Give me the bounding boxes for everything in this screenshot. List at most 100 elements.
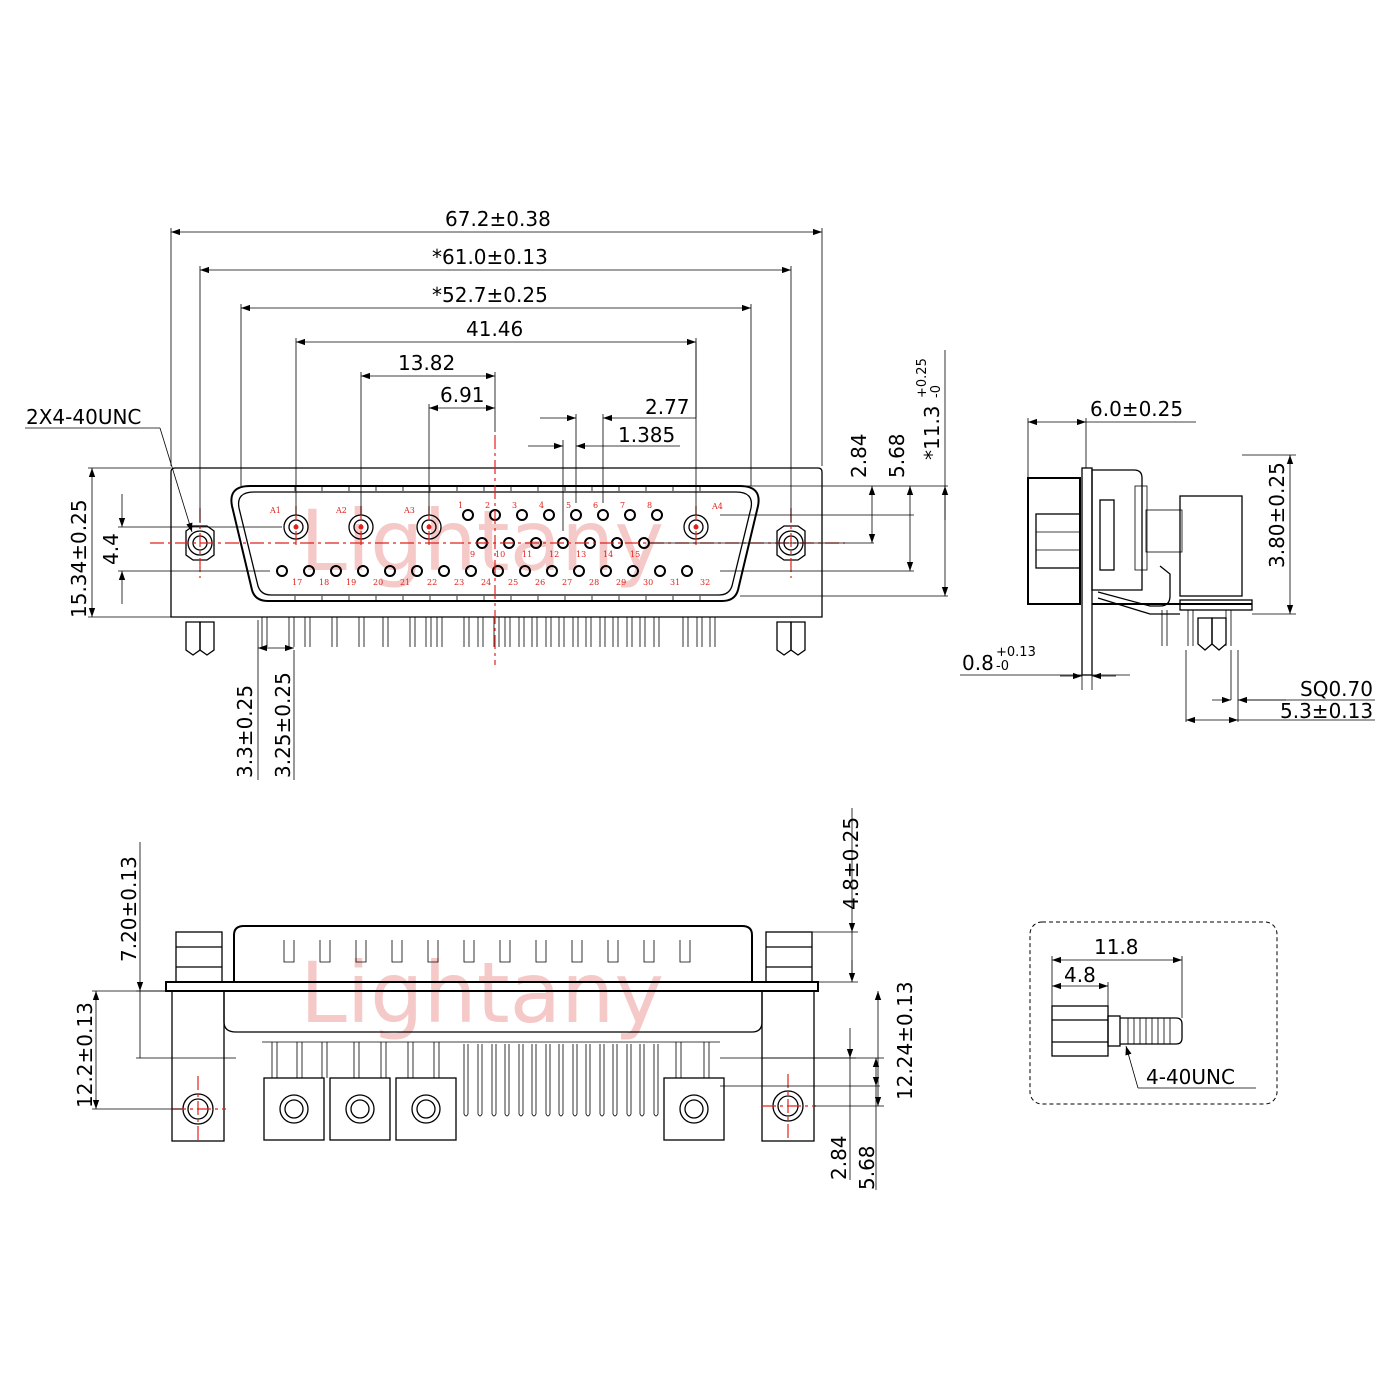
dim-overall-width: 67.2±0.38	[445, 207, 551, 231]
pin-label-27: 27	[562, 578, 572, 587]
dim-shell-width: *52.7±0.25	[432, 283, 548, 307]
pin-label-8: 8	[647, 501, 652, 510]
pin-label-a2: A2	[335, 506, 347, 515]
pin-label-5: 5	[566, 501, 571, 510]
front-flange-outline	[170, 467, 823, 618]
screw-detail-thread	[1120, 1017, 1183, 1045]
pin-label-4: 4	[539, 501, 544, 510]
pin-label-31: 31	[670, 578, 680, 587]
dim-flange-tol-upper: +0.13	[996, 645, 1036, 660]
dim-row-spacing: 4.4	[99, 533, 123, 565]
side-insulator	[1091, 469, 1143, 591]
dim-coax-pitch: 6.91	[440, 383, 485, 407]
pin-label-20: 20	[373, 578, 383, 587]
dim-pin-half-pitch: 1.385	[618, 423, 675, 447]
dim-screw-length: 11.8	[1094, 935, 1139, 959]
pin-label-11: 11	[522, 550, 532, 559]
pin-label-6: 6	[593, 501, 598, 510]
pin-label-14: 14	[603, 550, 613, 559]
side-pcb-board	[1179, 599, 1253, 611]
pin-label-19: 19	[346, 578, 356, 587]
dim-coax-outer-spacing: 41.46	[466, 317, 523, 341]
dim-pcb-offset-1: 3.3±0.25	[233, 685, 257, 778]
front-board-locks	[185, 621, 806, 656]
side-coax-housing	[1145, 509, 1183, 553]
dim-shell-height-main: *11.3	[920, 405, 944, 460]
bottom-left-bracket	[171, 990, 225, 1142]
dim-flange-tol-lower: -0	[996, 659, 1009, 674]
front-extension-lines	[88, 228, 948, 780]
dim-shell-height-tol-upper: +0.25	[915, 358, 930, 398]
side-flange	[1081, 467, 1093, 676]
side-extension-lines	[960, 418, 1296, 722]
screw-detail-dimension-lines	[1052, 956, 1256, 1089]
pin-label-25: 25	[508, 578, 518, 587]
pin-label-3: 3	[512, 501, 517, 510]
dim-mount-hole-spacing: *61.0±0.13	[432, 245, 548, 269]
bottom-shell-slots	[283, 940, 691, 963]
side-screw-hex	[1035, 513, 1081, 569]
dim-screw-thread: 4-40UNC	[1146, 1065, 1235, 1089]
pin-label-a4: A4	[711, 502, 723, 511]
dim-flange-main: 0.8	[962, 651, 994, 675]
dim-thread-callout: 2X4-40UNC	[26, 405, 141, 429]
bottom-view: 4.8±0.25 7.20±0.13 12.2±0.13 12.24±0.13 …	[73, 808, 917, 1190]
dim-bracket-depth: 6.0±0.25	[1090, 397, 1183, 421]
dim-flange-offset: 7.20±0.13	[117, 856, 141, 962]
side-bracket-body	[1179, 495, 1243, 597]
dim-shell-height-tol-lower: -0	[929, 385, 944, 398]
side-shell-body	[1027, 477, 1081, 605]
dim-row-offset-1: 2.84	[847, 433, 871, 478]
bottom-dimension-lines	[92, 808, 882, 1190]
bottom-screw-hex-left	[175, 931, 223, 983]
dim-pin-pitch: 2.77	[645, 395, 690, 419]
dim-row-offset-2: 5.68	[885, 433, 909, 478]
pin-label-1: 1	[458, 501, 463, 510]
bottom-flange	[165, 981, 819, 992]
side-contact-block	[1099, 499, 1115, 571]
bottom-screw-hex-right	[765, 931, 813, 983]
dim-pin-square: SQ0.70	[1300, 677, 1373, 701]
screw-detail-thread-lines	[1127, 1018, 1171, 1044]
front-d-shell-inner	[237, 491, 753, 596]
side-dimension-lines	[1028, 418, 1375, 724]
pin-label-a1: A1	[269, 506, 281, 515]
watermark-bottom: Lightany	[300, 944, 664, 1042]
dim-screw-head: 4.8	[1064, 963, 1096, 987]
pin-label-30: 30	[643, 578, 653, 587]
bottom-coax-boxes	[263, 1077, 725, 1141]
screw-detail: 11.8 4.8 4-40UNC	[1029, 921, 1278, 1105]
pin-label-a3: A3	[403, 506, 415, 515]
dim-bottom-row-offset-2: 5.68	[855, 1145, 879, 1190]
dim-pcb-offset-2: 3.25±0.25	[271, 672, 295, 778]
front-pin-labels: A1 A2 A3 A4 1 2 3 4 5 6 7 8 9 10 11 12 1…	[269, 501, 723, 587]
dim-mount-height-left: 12.2±0.13	[73, 1002, 97, 1108]
front-shell-ticks	[294, 486, 701, 601]
pin-label-21: 21	[400, 578, 410, 587]
side-contact-sleeve	[1134, 485, 1148, 571]
bottom-extension-lines	[92, 931, 884, 1110]
side-board-lock	[1197, 617, 1227, 651]
pin-label-24: 24	[481, 578, 491, 587]
dim-coax-pitch-2x: 13.82	[398, 351, 455, 375]
pin-label-13: 13	[576, 550, 586, 559]
bottom-signal-pins	[463, 1044, 659, 1117]
bottom-center-lines	[172, 1074, 816, 1142]
pin-label-22: 22	[427, 578, 437, 587]
screw-detail-hex	[1051, 1005, 1109, 1057]
pin-label-26: 26	[535, 578, 545, 587]
front-pcb-pins	[261, 617, 716, 647]
side-view: 6.0±0.25 3.80±0.25 0.8 +0.13 -0 SQ0.70 5…	[960, 397, 1375, 724]
pin-label-10: 10	[495, 550, 505, 559]
screw-detail-collar	[1107, 1015, 1121, 1047]
pin-label-28: 28	[589, 578, 599, 587]
pin-label-12: 12	[549, 550, 559, 559]
dim-side-height: 3.80±0.25	[1265, 462, 1289, 568]
front-d-shell	[230, 485, 760, 602]
pin-label-2: 2	[485, 501, 490, 510]
side-pins	[1161, 610, 1232, 646]
pin-label-23: 23	[454, 578, 464, 587]
dim-bottom-row-offset-1: 2.84	[827, 1135, 851, 1180]
bottom-shell-top	[233, 925, 753, 982]
